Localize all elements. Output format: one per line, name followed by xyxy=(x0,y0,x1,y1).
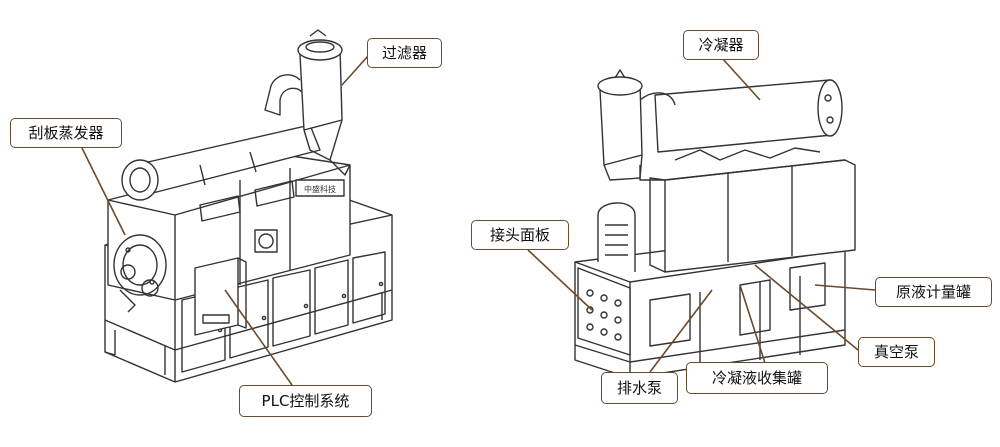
right-inner-tanks xyxy=(649,262,826,347)
right-pump-shroud xyxy=(597,202,636,272)
label-condenser: 冷凝器 xyxy=(683,30,759,60)
panel-badge: 中盛科技 xyxy=(304,184,336,194)
right-connector-panel xyxy=(577,267,631,356)
right-main-cabinet xyxy=(649,159,856,273)
left-machine: 中盛科技 xyxy=(104,29,393,383)
label-collection-tank: 冷凝液收集罐 xyxy=(686,362,828,394)
label-connector-panel: 接头面板 xyxy=(471,220,569,250)
label-vacuum-pump: 真空泵 xyxy=(858,337,935,367)
leader-lines xyxy=(81,55,876,386)
leader-condenser xyxy=(721,57,761,101)
leader-collection-tank xyxy=(739,284,766,364)
label-drain-pump: 排水泵 xyxy=(601,372,678,404)
leader-evaporator xyxy=(81,147,126,236)
left-evaporator xyxy=(121,124,321,222)
label-raw-tank: 原液计量罐 xyxy=(875,277,992,307)
left-front-fittings xyxy=(119,264,159,313)
leader-drain-pump xyxy=(649,289,713,373)
label-plc: PLC控制系统 xyxy=(239,385,372,417)
leader-raw-tank xyxy=(814,284,876,291)
right-condenser xyxy=(639,79,843,181)
leader-plc xyxy=(224,289,293,386)
right-machine xyxy=(574,69,856,379)
label-evaporator: 刮板蒸发器 xyxy=(10,118,122,148)
left-plc-cabinet xyxy=(194,257,247,336)
leader-filter xyxy=(341,55,369,86)
right-vertical-vessel xyxy=(597,69,676,181)
left-filter-tower xyxy=(264,29,351,176)
leader-vacuum-pump xyxy=(754,264,859,351)
label-filter: 过滤器 xyxy=(367,38,442,68)
leader-connector-panel xyxy=(527,249,593,311)
